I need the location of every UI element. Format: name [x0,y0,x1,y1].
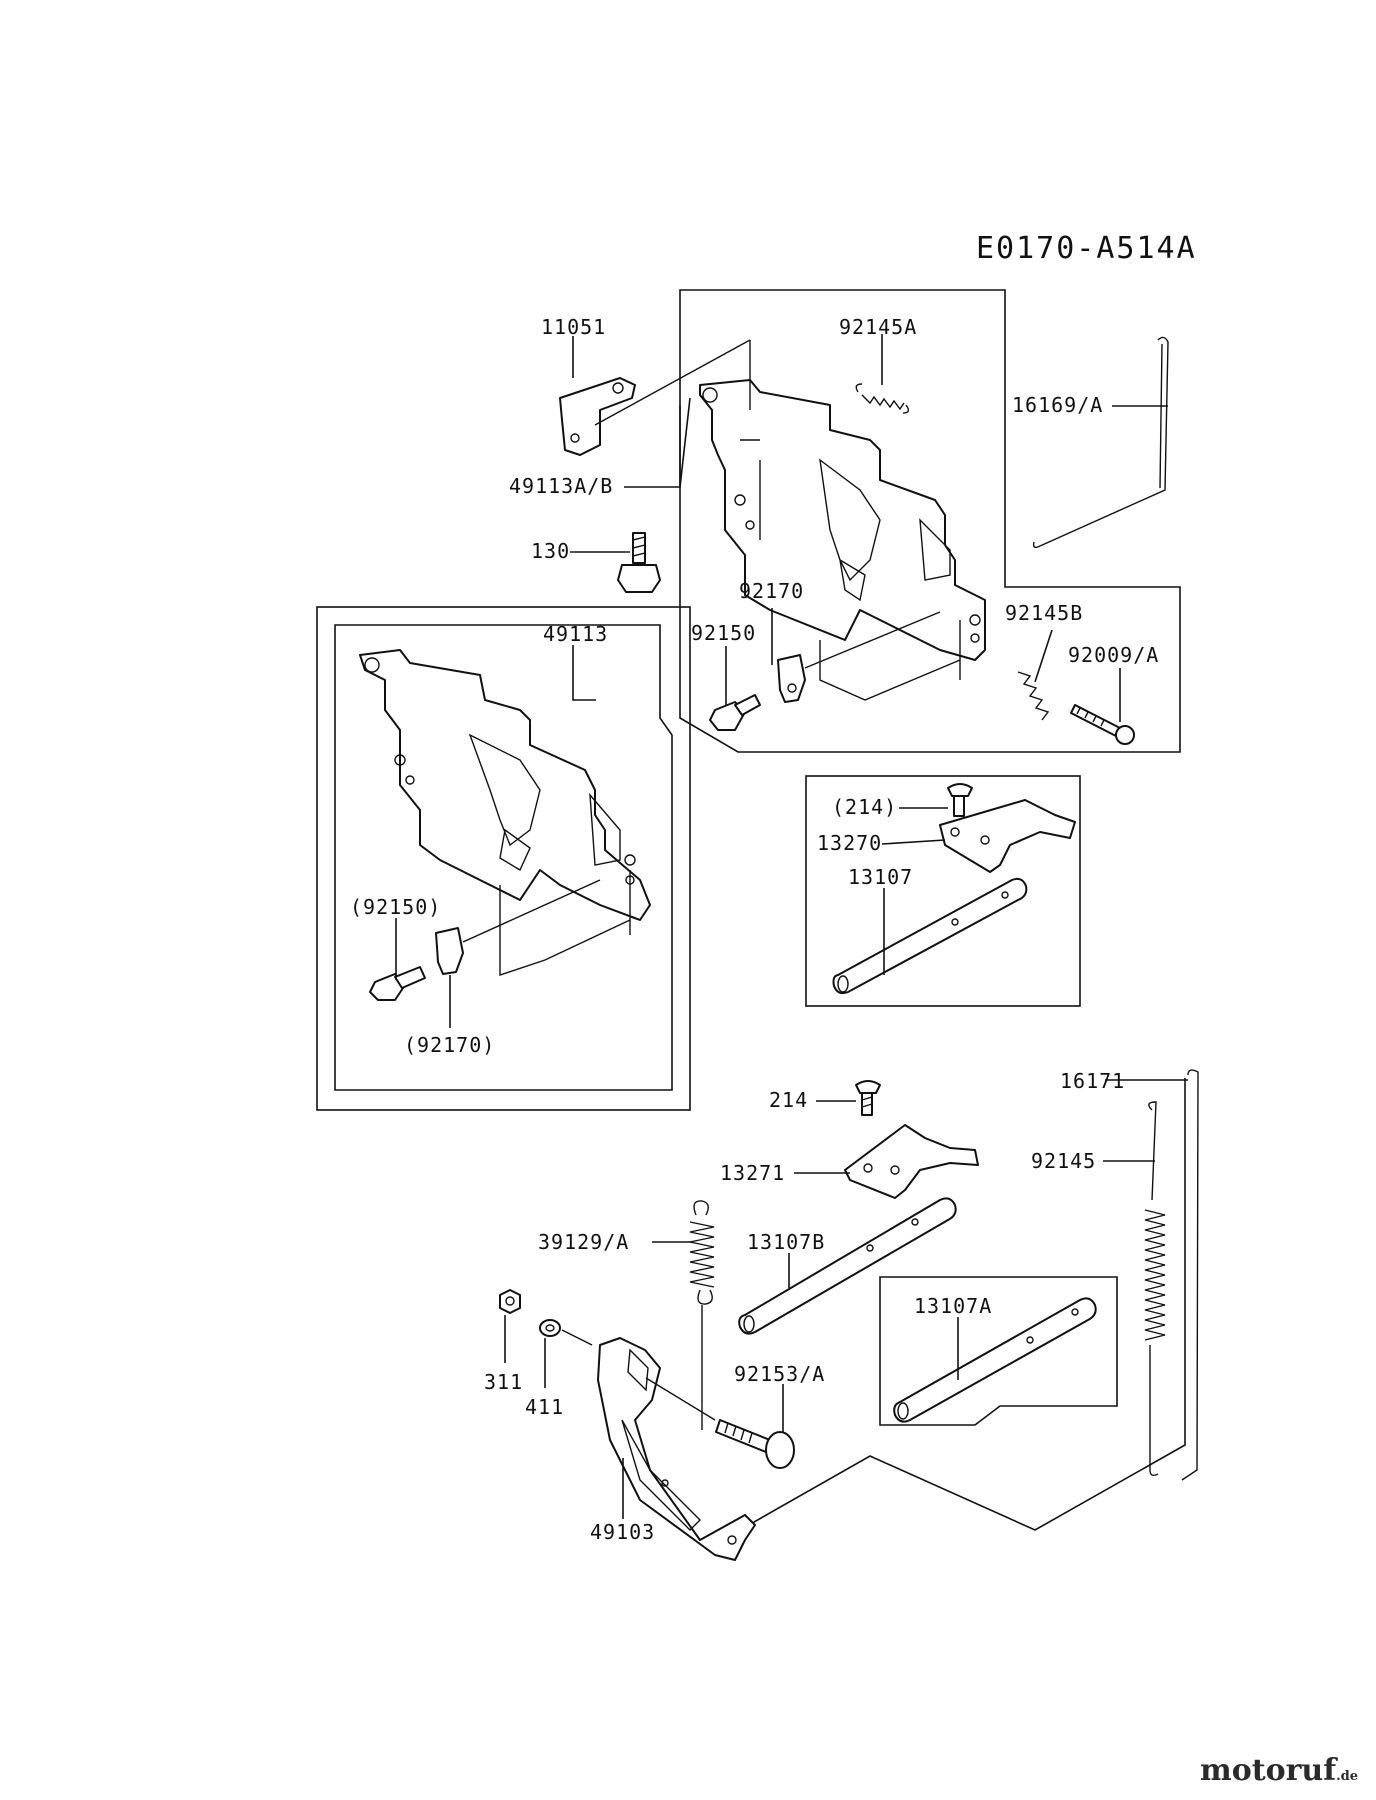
leader-lines [395,334,1188,1519]
bolt-92153A [715,1419,795,1469]
plate-13270 [939,799,1076,873]
bolt-92150 [709,694,761,731]
spring-92145A [855,383,910,414]
label-39129A: 39129/A [538,1230,629,1254]
spring-39129A [689,1200,715,1430]
lever-49103 [597,1337,756,1561]
watermark-logo: motoruf.de [1200,1753,1358,1788]
label-311: 311 [484,1370,523,1394]
diagram-code: E0170-A514A [976,231,1197,266]
washer-411 [539,1319,561,1337]
screw-214 [855,1080,881,1116]
plate-group-outer-frame [316,606,691,1111]
label-13107B: 13107B [747,1230,825,1254]
clip-92170 [777,654,806,703]
label-13271: 13271 [720,1161,785,1185]
shaft-13107B [738,1197,957,1335]
label-11051: 11051 [541,315,606,339]
bracket-11051 [559,377,636,456]
label-92170: 92170 [739,579,804,603]
label-130: 130 [531,539,570,563]
label-92145A: 92145A [839,315,917,339]
shaft-13107A [893,1297,1097,1423]
plate-group-inner-frame [334,624,673,1091]
label-92170-optional: (92170) [404,1033,495,1057]
label-92145B: 92145B [1005,601,1083,625]
rod-16169A [1032,336,1169,549]
label-49103: 49103 [590,1520,655,1544]
watermark-main: motoruf [1199,1753,1337,1788]
rod-16171 [1181,1069,1199,1481]
label-49113AB: 49113A/B [509,474,613,498]
label-92150: 92150 [691,621,756,645]
control-plate-upper [699,379,986,701]
clip-92170-optional [435,927,464,975]
screw-92009A [1070,704,1135,745]
label-13107A: 13107A [914,1294,992,1318]
plate-13271 [844,1124,979,1199]
nut-311 [499,1289,521,1314]
spring-92145B [1017,671,1050,721]
label-214-optional: (214) [832,795,897,819]
bolt-130 [617,532,661,593]
lower-group-outline [739,1078,1186,1531]
label-92145: 92145 [1031,1149,1096,1173]
label-214: 214 [769,1088,808,1112]
control-plate-49113 [359,649,651,976]
spring-92145 [1144,1101,1166,1477]
label-16169A: 16169/A [1012,393,1103,417]
label-411: 411 [525,1395,564,1419]
label-92009A: 92009/A [1068,643,1159,667]
label-13107: 13107 [848,865,913,889]
label-16171: 16171 [1060,1069,1125,1093]
label-13270: 13270 [817,831,882,855]
shaft-13107-box [805,775,1081,1007]
screw-214-optional [947,783,973,817]
shaft-13107A-box [879,1276,1118,1426]
label-49113: 49113 [543,622,608,646]
label-92150-optional: (92150) [350,895,441,919]
label-92153A: 92153/A [734,1362,825,1386]
watermark-suffix: .de [1336,1769,1358,1784]
shaft-13107 [832,877,1028,995]
bolt-92150-optional [369,966,426,1001]
